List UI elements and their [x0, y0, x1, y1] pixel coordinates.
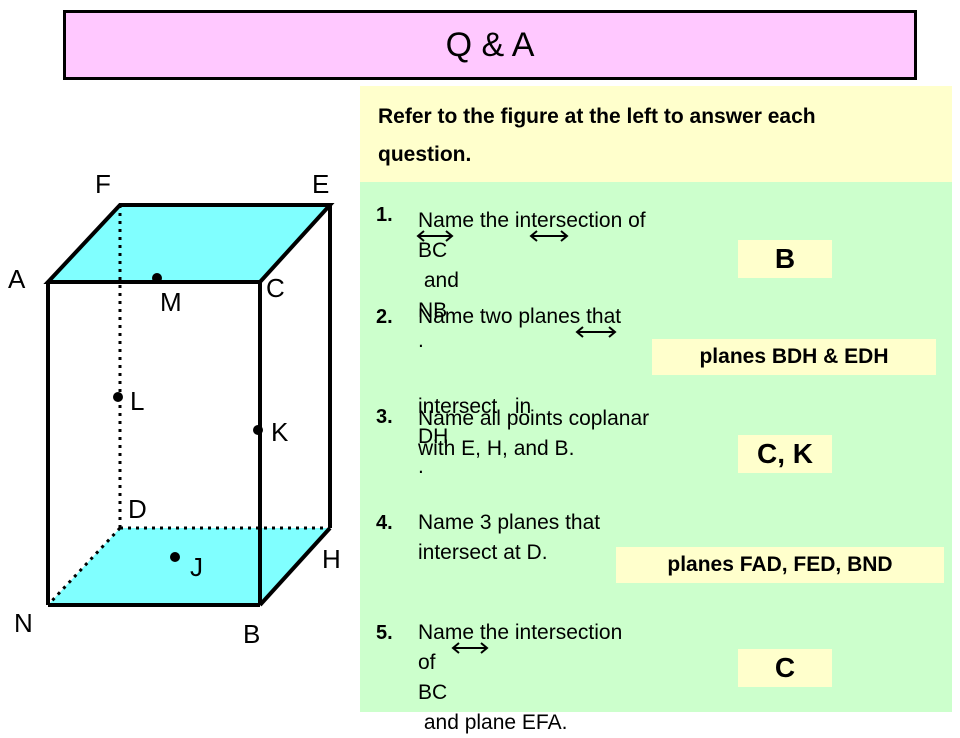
question-text: Name all points coplanar with E, H, and …: [418, 404, 649, 464]
text-fragment: intersect in: [418, 395, 543, 418]
text-fragment: and: [418, 269, 465, 292]
instruction-box: Refer to the figure at the left to answe…: [360, 86, 952, 182]
question-line: Name 3 planes that: [418, 511, 601, 534]
question-text: Name 3 planes that intersect at D.: [418, 508, 600, 568]
question-line: BC and NB.: [416, 230, 646, 356]
line-arrow-icon: [529, 230, 569, 242]
text-fragment: .: [418, 329, 424, 352]
label-j: J: [190, 552, 203, 582]
question-line: intersect at D.: [418, 541, 548, 564]
question-line: intersect in DH.: [418, 326, 621, 572]
instruction-line-2: question.: [378, 143, 472, 166]
line-arrow-icon: [575, 326, 617, 338]
question-line: Name the intersection: [418, 621, 623, 644]
label-m: M: [160, 287, 182, 317]
point-k-dot: [253, 425, 263, 435]
question-text: Name two planes that intersect in DH.: [418, 302, 621, 572]
answer-box: C: [738, 649, 832, 687]
question-line: with E, H, and B.: [418, 437, 575, 460]
question-text: Name the intersection of BC and plane EF…: [418, 618, 622, 738]
segment-nb: NB: [418, 299, 448, 322]
point-m-dot: [152, 273, 162, 283]
point-l-dot: [113, 392, 123, 402]
edge-bh: [258, 526, 332, 607]
text-fragment: and plane EFA.: [418, 711, 568, 734]
question-number: 5.: [376, 622, 393, 644]
question-text: Name the intersection of BC and NB.: [416, 206, 646, 356]
answer-box: C, K: [738, 435, 832, 473]
question-line: Name the intersection of: [418, 209, 646, 232]
answer-box: planes BDH & EDH: [652, 339, 936, 375]
question-number: 4.: [376, 512, 393, 534]
label-a: A: [8, 264, 26, 294]
label-l: L: [130, 386, 144, 416]
question-line: Name all points coplanar: [418, 407, 650, 430]
label-n: N: [14, 608, 33, 638]
answer-box: B: [738, 240, 832, 278]
label-f: F: [95, 169, 111, 199]
label-h: H: [322, 544, 341, 574]
answer-box: planes FAD, FED, BND: [616, 547, 944, 583]
title-bar: Q & A: [63, 10, 917, 80]
question-line: of BC and plane EFA.: [418, 642, 622, 738]
instruction-line-1: Refer to the figure at the left to answe…: [378, 105, 816, 128]
bottom-plane: [48, 528, 330, 605]
hidden-edge-dn: [46, 526, 122, 607]
point-j-dot: [170, 552, 180, 562]
page-title: Q & A: [445, 25, 535, 64]
line-arrow-icon: [416, 230, 454, 242]
line-arrow-icon: [451, 642, 489, 654]
segment-bc: BC: [418, 681, 448, 704]
text-fragment: .: [418, 455, 424, 478]
question-number: 1.: [376, 204, 393, 226]
qa-panel: 1. Name the intersection of BC and NB. B…: [360, 182, 952, 734]
label-e: E: [312, 169, 329, 199]
label-k: K: [271, 417, 289, 447]
question-number: 2.: [376, 306, 393, 328]
rectangular-prism-figure: F E A C M L K D J H N B: [8, 169, 341, 649]
text-fragment: of: [418, 651, 448, 674]
label-c: C: [266, 273, 285, 303]
top-plane: [43, 203, 335, 284]
segment-dh: DH: [418, 425, 449, 448]
question-line: Name two planes that: [418, 305, 622, 328]
question-number: 3.: [376, 406, 393, 428]
segment-bc: BC: [418, 239, 448, 262]
label-b: B: [243, 619, 260, 649]
label-d: D: [128, 494, 147, 524]
